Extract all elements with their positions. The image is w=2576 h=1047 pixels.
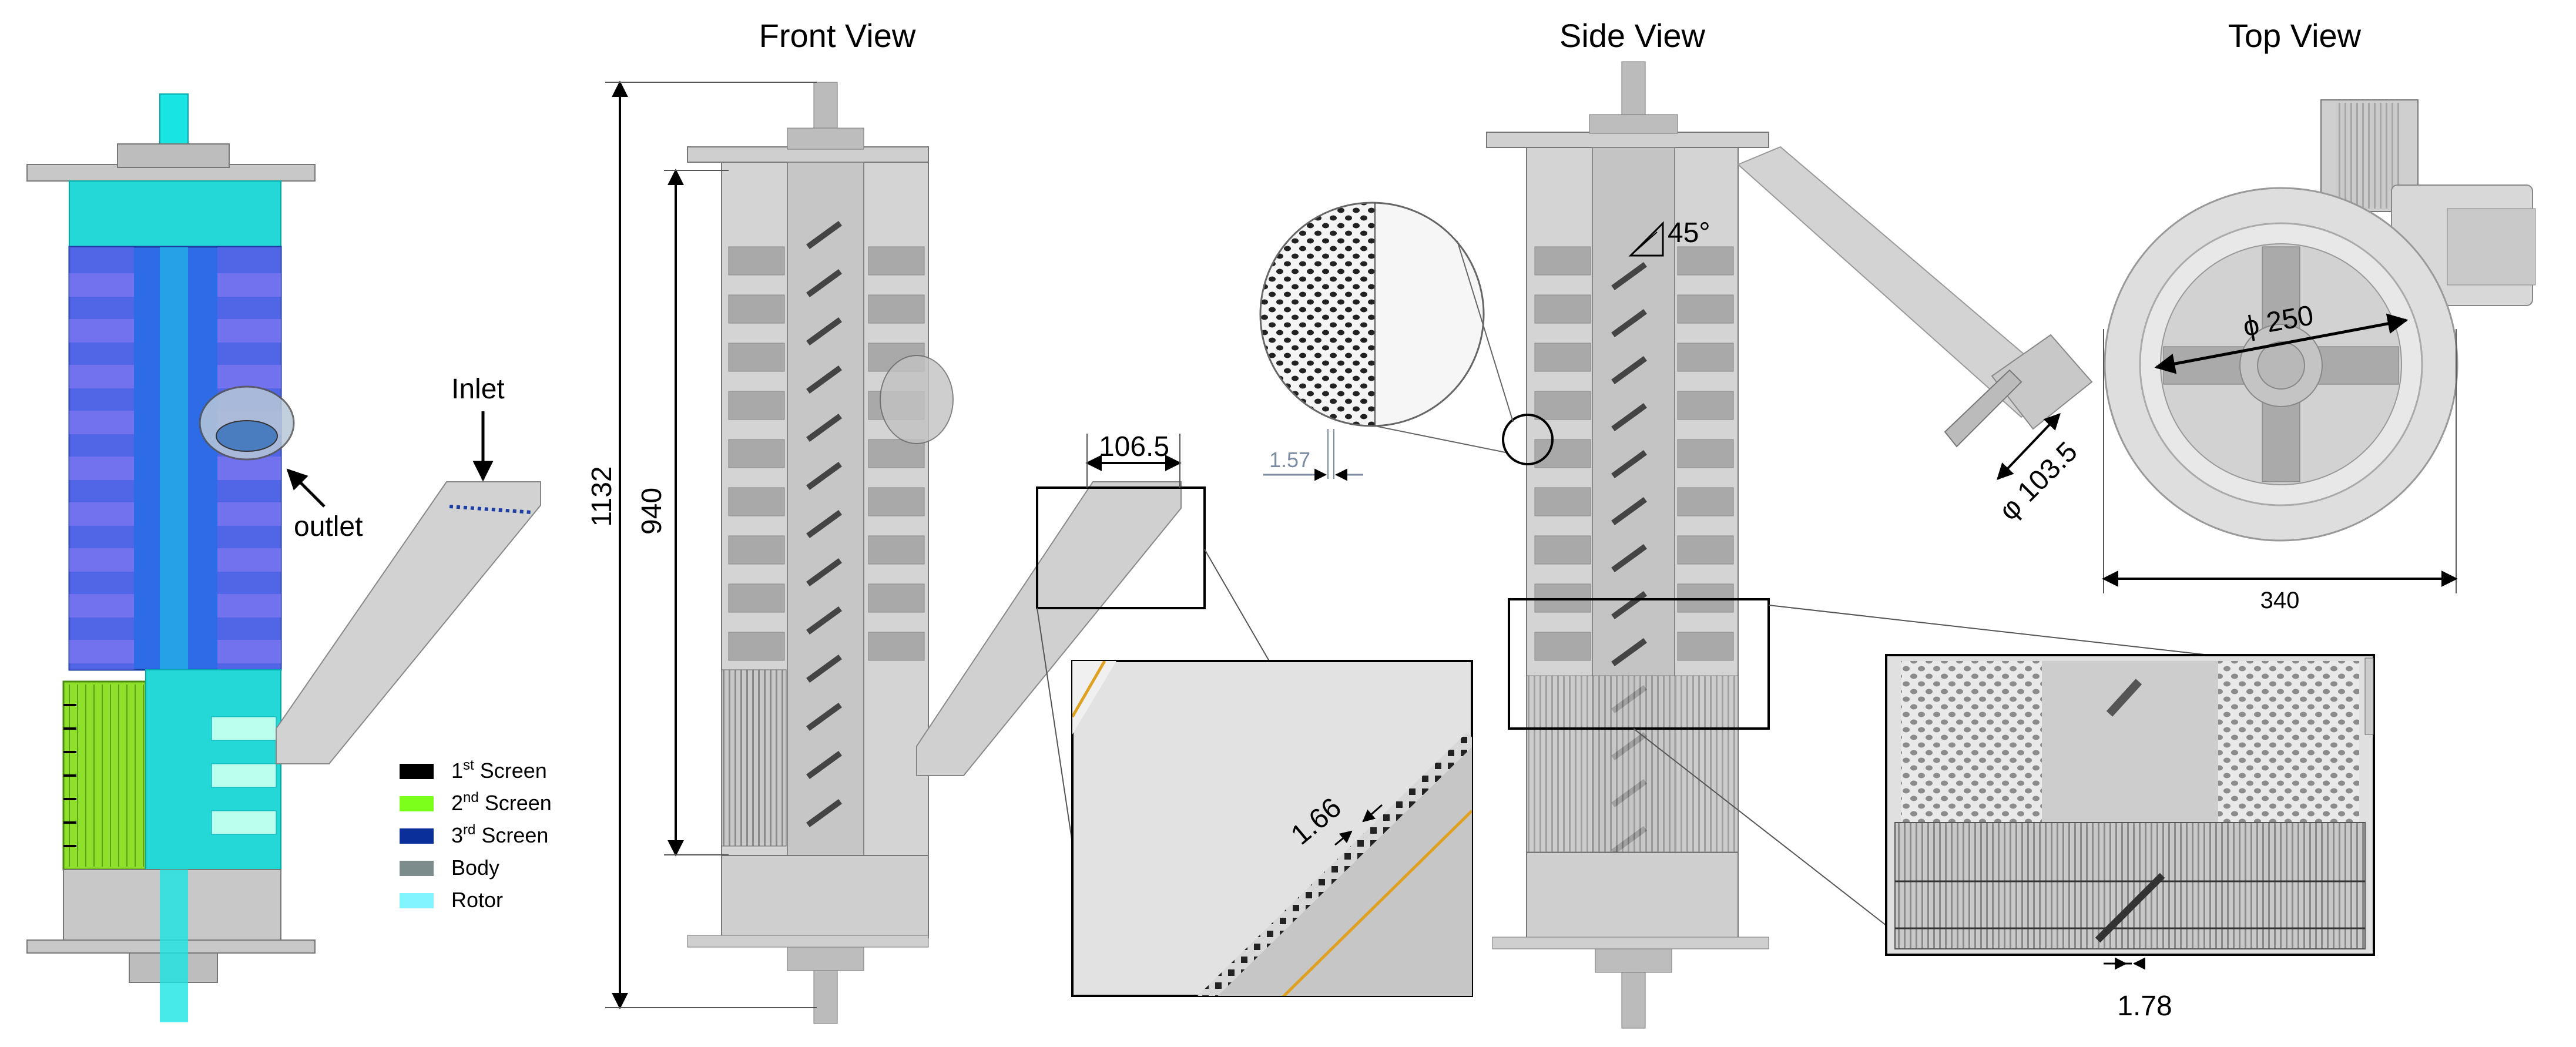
- legend-label: Body: [451, 855, 499, 880]
- dim-1132-label: 1132: [586, 466, 618, 526]
- side-detail-box: [1508, 598, 1770, 730]
- front-rotor: [787, 162, 864, 856]
- dim-157-label: 1.57: [1269, 448, 1310, 472]
- zoom-detail-gap: 1.66: [1071, 660, 1473, 997]
- legend-swatch: [400, 796, 434, 811]
- dim-103-label: φ 103.5: [1993, 436, 2084, 526]
- inlet-label: Inlet: [451, 374, 505, 405]
- housing-top: [69, 180, 281, 247]
- zoom-detail-side: 1.78: [1885, 654, 2375, 1022]
- side-view-title: Side View: [1559, 17, 1706, 54]
- colored-model: Inlet outlet: [26, 93, 541, 1022]
- front-view-title: Front View: [759, 17, 916, 54]
- legend-label: Rotor: [451, 888, 503, 912]
- legend-swatch: [400, 764, 434, 779]
- front-view: Front View 1132 940: [586, 17, 1270, 1024]
- magnify-source-circle: [1502, 414, 1554, 465]
- legend-swatch: [400, 828, 434, 844]
- front-inlet-chute: [916, 481, 1182, 776]
- rotor-shaft-bottom: [160, 870, 188, 1022]
- dim-340-label: 340: [2260, 588, 2300, 613]
- legend-label: 2nd Screen: [451, 790, 552, 815]
- dim-250-line: [2154, 313, 2409, 374]
- outlet-label: outlet: [294, 511, 363, 542]
- outlet-arrow: [286, 468, 326, 508]
- dim-106-label: 106.5: [1099, 431, 1169, 462]
- legend-swatch: [400, 861, 434, 876]
- rotor-core: [160, 247, 188, 670]
- front-detail-box: [1036, 486, 1206, 609]
- angle-label: 45°: [1668, 217, 1710, 249]
- side-view: Side View 45°: [1259, 17, 2210, 1029]
- top-view-title: Top View: [2228, 17, 2362, 54]
- legend-label: 3rd Screen: [451, 822, 548, 847]
- legend-swatch: [400, 893, 434, 908]
- legend-label: 1st Screen: [451, 757, 547, 783]
- inlet-chute: [276, 481, 541, 764]
- dim-178-label: 1.78: [2117, 991, 2172, 1022]
- dim-940-label: 940: [636, 488, 668, 535]
- top-view: Top View ϕ 250 340: [2102, 17, 2536, 613]
